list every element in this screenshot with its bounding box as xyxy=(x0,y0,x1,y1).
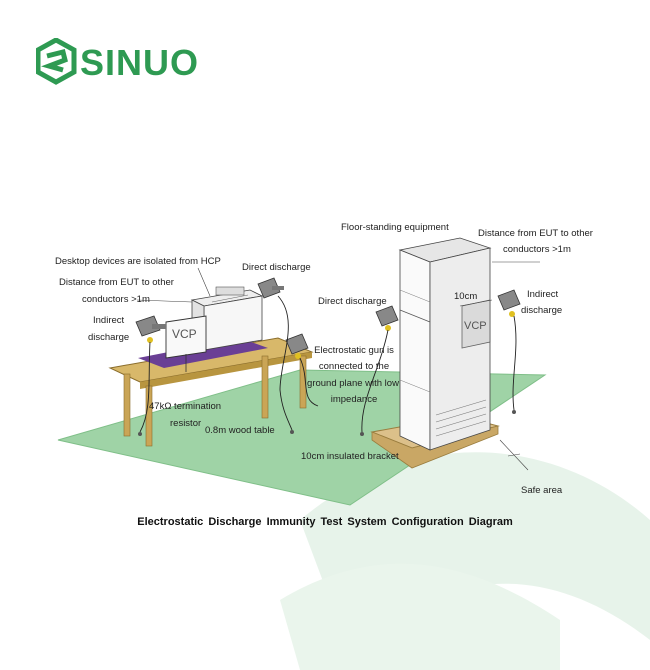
label-esd-gun-1: Electrostatic gun is xyxy=(314,345,394,356)
ground-cables xyxy=(139,295,517,433)
label-indirect-left-1: Indirect xyxy=(93,315,125,326)
leader-lines xyxy=(136,261,540,471)
label-direct-discharge-mid: Direct discharge xyxy=(318,296,387,307)
esd-gun-direct-top xyxy=(257,277,284,299)
label-resistor-2: resistor xyxy=(170,418,202,429)
horizontal-coupling-plane xyxy=(138,338,268,368)
vcp-left-label: VCP xyxy=(172,327,197,341)
label-desktop-isolated: Desktop devices are isolated from HCP xyxy=(55,256,221,267)
label-ten-cm: 10cm xyxy=(454,291,478,302)
label-distance-right-2: conductors >1m xyxy=(503,244,571,255)
diagram-caption: Electrostatic Discharge Immunity Test Sy… xyxy=(137,516,513,528)
vcp-left xyxy=(165,315,207,372)
label-esd-gun-4: impedance xyxy=(330,394,378,405)
label-bracket: 10cm insulated bracket xyxy=(301,451,399,462)
label-floor-standing: Floor-standing equipment xyxy=(341,222,449,233)
label-distance-left-2: conductors >1m xyxy=(82,294,150,305)
cable-ground-points xyxy=(138,410,516,436)
label-distance-left-1: Distance from EUT to other xyxy=(59,277,174,288)
label-safe-area: Safe area xyxy=(521,485,563,496)
label-direct-discharge-left: Direct discharge xyxy=(242,262,311,273)
floor-standing-eut xyxy=(370,237,500,469)
esd-gun-right-indirect xyxy=(497,289,521,317)
label-indirect-right-1: Indirect xyxy=(527,289,559,300)
desktop-eut xyxy=(190,286,264,351)
esd-gun-left-indirect xyxy=(135,315,166,343)
label-wood-table: 0.8m wood table xyxy=(205,425,275,436)
brand-logo-icon xyxy=(36,38,77,85)
esd-gun-direct-mid xyxy=(375,305,399,331)
label-resistor-1: 47kΩ termination xyxy=(149,401,222,412)
label-distance-right-1: Distance from EUT to other xyxy=(478,228,593,239)
label-indirect-right-2: discharge xyxy=(521,305,563,316)
label-esd-gun-2: connected to the xyxy=(318,361,390,372)
label-indirect-left-2: discharge xyxy=(88,332,130,343)
esd-gun-table-edge xyxy=(285,333,309,359)
brand-name: SINUO xyxy=(80,42,200,83)
label-esd-gun-3: ground plane with low xyxy=(307,378,399,389)
vcp-right-label: VCP xyxy=(464,320,487,332)
